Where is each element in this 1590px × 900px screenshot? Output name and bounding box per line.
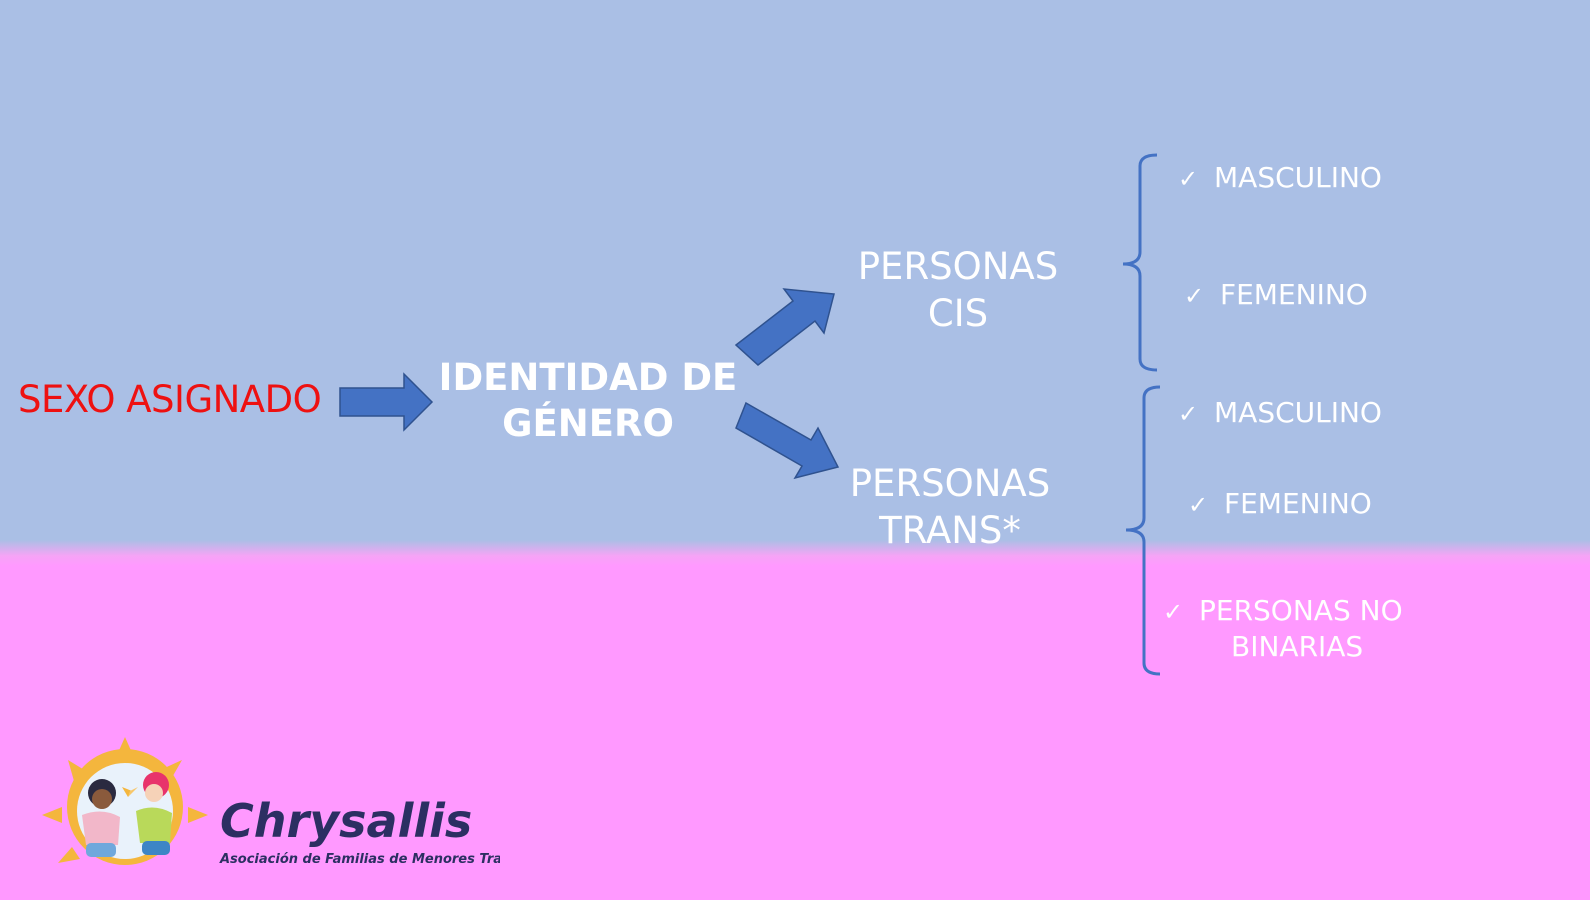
children-illustration — [82, 772, 172, 857]
check-icon: ✓ — [1188, 491, 1209, 519]
cis-line1: PERSONAS — [857, 245, 1059, 288]
trans-item-femenino-label: FEMENINO — [1224, 487, 1372, 520]
trans-item-femenino: ✓ FEMENINO — [1188, 487, 1372, 520]
trans-item-masculino: ✓ MASCULINO — [1178, 396, 1382, 429]
identidad-line2: GÉNERO — [502, 402, 674, 445]
logo-tagline: Asociación de Familias de Menores Trans* — [219, 852, 500, 867]
logo-name: Chrysallis — [220, 794, 472, 848]
sexo-asignado-label: SEXO ASIGNADO — [18, 378, 322, 421]
personas-trans-label: PERSONAS TRANS* — [840, 460, 1060, 554]
arrow-to-trans — [735, 401, 840, 480]
arrow-to-identidad — [339, 372, 434, 432]
cis-item-masculino: ✓ MASCULINO — [1178, 161, 1382, 194]
arrow-to-cis — [734, 288, 835, 366]
trans-item-masculino-label: MASCULINO — [1214, 396, 1382, 429]
check-icon: ✓ — [1178, 165, 1199, 193]
trans-item-no-binarias: ✓ PERSONAS NO — [1163, 594, 1403, 627]
brace-trans — [1125, 385, 1161, 676]
trans-item-no-binarias-line2: BINARIAS — [1231, 630, 1364, 663]
identidad-line1: IDENTIDAD DE — [438, 356, 738, 399]
check-icon: ✓ — [1178, 400, 1199, 428]
brace-cis — [1122, 153, 1158, 372]
check-icon: ✓ — [1184, 282, 1205, 310]
cis-line2: CIS — [927, 292, 989, 335]
check-icon: ✓ — [1163, 598, 1184, 626]
trans-item-no-binarias-line1: PERSONAS NO — [1199, 594, 1403, 627]
cis-item-femenino: ✓ FEMENINO — [1184, 278, 1368, 311]
identidad-de-genero-label: IDENTIDAD DE GÉNERO — [430, 355, 746, 447]
personas-cis-label: PERSONAS CIS — [848, 243, 1068, 337]
cis-item-masculino-label: MASCULINO — [1214, 161, 1382, 194]
chrysallis-logo: Chrysallis Asociación de Familias de Men… — [42, 737, 500, 867]
trans-line1: PERSONAS — [849, 462, 1051, 505]
trans-line2: TRANS* — [879, 509, 1021, 552]
cis-item-femenino-label: FEMENINO — [1220, 278, 1368, 311]
